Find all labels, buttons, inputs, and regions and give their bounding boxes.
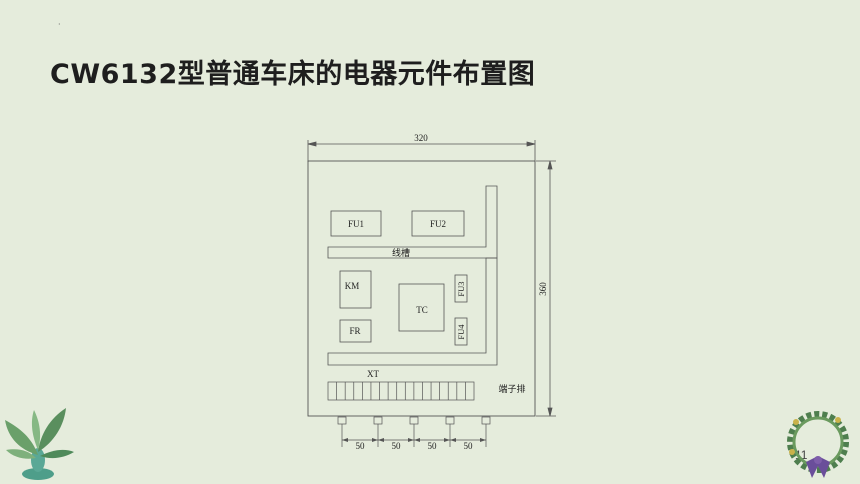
slide-dot: · [58, 20, 61, 29]
terminal-xt-label: XT [367, 369, 379, 379]
fu3-label: FU3 [456, 281, 466, 296]
component-km: KM [339, 270, 372, 309]
component-fu4: FU4 [454, 317, 468, 346]
component-fu1: FU1 [330, 210, 382, 237]
component-fu2: FU2 [411, 210, 465, 237]
height-dimension [536, 160, 556, 417]
spacing-dimensions: 50 50 50 50 [342, 438, 486, 451]
wreath-decoration-right [787, 411, 849, 478]
height-dim-label: 360 [538, 282, 548, 296]
panel-outline [307, 160, 536, 417]
connector-stud [337, 416, 347, 447]
fr-label: FR [349, 326, 360, 336]
component-fr: FR [339, 319, 372, 343]
fu2-label: FU2 [430, 219, 446, 229]
leaf-decoration-left [5, 408, 74, 480]
fu1-label: FU1 [348, 219, 364, 229]
spacing-label: 50 [428, 441, 438, 451]
slide-title: CW6132型普通车床的电器元件布置图 [50, 59, 536, 90]
connector-stud [481, 416, 491, 447]
km-label: KM [345, 281, 360, 291]
width-dimension [307, 140, 536, 162]
component-tc: TC [398, 283, 445, 332]
fu4-label: FU4 [456, 324, 466, 340]
connector-stud [409, 416, 419, 447]
connector-stud [445, 416, 455, 447]
terminal-block-label: 端子排 [498, 383, 525, 394]
wire-duct-upper [327, 185, 498, 259]
wire-duct-lower [327, 257, 498, 366]
spacing-label: 50 [392, 441, 402, 451]
width-dim-label: 320 [414, 133, 428, 143]
connector-studs [337, 416, 491, 447]
spacing-label: 50 [464, 441, 474, 451]
connector-stud [373, 416, 383, 447]
tc-label: TC [416, 305, 428, 315]
component-fu3: FU3 [454, 274, 468, 303]
wire-duct-label: 线槽 [392, 247, 410, 258]
spacing-label: 50 [356, 441, 366, 451]
terminal-block [327, 381, 475, 401]
